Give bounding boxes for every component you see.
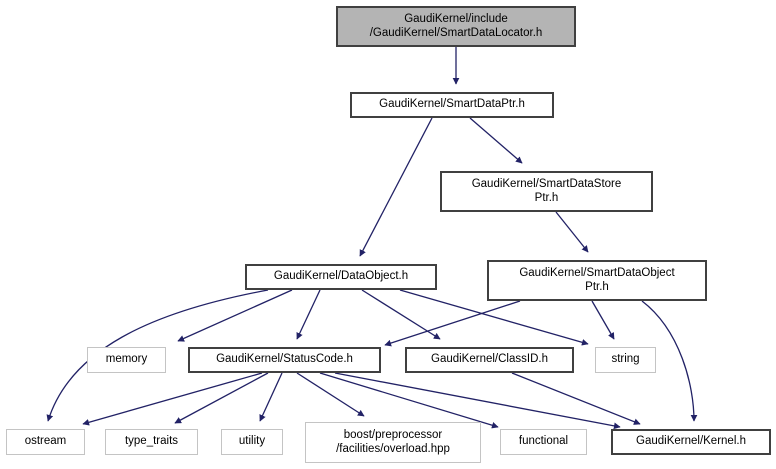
- graph-node-classid[interactable]: GaudiKernel/ClassID.h: [405, 347, 574, 373]
- graph-node-boostpp[interactable]: boost/preprocessor /facilities/overload.…: [305, 422, 481, 463]
- graph-node-string[interactable]: string: [595, 347, 656, 373]
- graph-node-label: GaudiKernel/SmartDataPtr.h: [379, 98, 525, 111]
- edge-statuscode-to-typetraits: [174, 372, 269, 424]
- graph-node-label: utility: [238, 435, 266, 448]
- edge-statuscode-to-ostream: [82, 372, 263, 426]
- edge-dataobj-to-statuscode: [296, 289, 321, 340]
- graph-node-kernel[interactable]: GaudiKernel/Kernel.h: [611, 429, 771, 455]
- graph-node-label: GaudiKernel/StatusCode.h: [216, 353, 353, 366]
- graph-node-label: type_traits: [124, 435, 179, 448]
- graph-node-typetraits[interactable]: type_traits: [105, 429, 198, 455]
- graph-node-label: GaudiKernel/SmartDataObject Ptr.h: [519, 267, 675, 293]
- graph-node-memory[interactable]: memory: [87, 347, 166, 373]
- graph-node-root[interactable]: GaudiKernel/include /GaudiKernel/SmartDa…: [336, 6, 576, 47]
- graph-node-label: GaudiKernel/SmartDataStore Ptr.h: [471, 178, 622, 204]
- graph-node-label: memory: [105, 353, 148, 366]
- edge-classid-to-kernel: [511, 372, 641, 425]
- graph-node-label: functional: [518, 435, 569, 448]
- graph-node-functional[interactable]: functional: [500, 429, 587, 455]
- graph-node-statuscode[interactable]: GaudiKernel/StatusCode.h: [188, 347, 381, 373]
- graph-node-label: boost/preprocessor /facilities/overload.…: [336, 429, 450, 455]
- edge-objptr-to-statuscode: [384, 300, 521, 347]
- edge-smartptr-to-dataobj: [359, 117, 433, 257]
- edge-statuscode-to-boostpp: [296, 372, 365, 417]
- edge-statuscode-to-functional: [319, 372, 499, 429]
- edge-statuscode-to-utility: [259, 372, 283, 422]
- edge-objptr-to-string: [591, 300, 615, 340]
- graph-node-label: ostream: [24, 435, 67, 448]
- graph-node-objptr[interactable]: GaudiKernel/SmartDataObject Ptr.h: [487, 260, 707, 301]
- graph-node-ostream[interactable]: ostream: [6, 429, 85, 455]
- graph-node-label: string: [611, 353, 640, 366]
- edge-storeptr-to-objptr: [555, 211, 589, 253]
- graph-node-utility[interactable]: utility: [221, 429, 283, 455]
- edge-dataobj-to-memory: [177, 289, 293, 342]
- graph-node-dataobj[interactable]: GaudiKernel/DataObject.h: [245, 264, 437, 290]
- edge-smartptr-to-storeptr: [469, 117, 523, 164]
- graph-node-label: GaudiKernel/include /GaudiKernel/SmartDa…: [369, 13, 543, 39]
- edge-statuscode-to-kernel: [334, 372, 621, 430]
- graph-node-storeptr[interactable]: GaudiKernel/SmartDataStore Ptr.h: [440, 171, 653, 212]
- graph-node-label: GaudiKernel/ClassID.h: [431, 353, 548, 366]
- graph-node-label: GaudiKernel/DataObject.h: [273, 270, 409, 283]
- edge-dataobj-to-classid: [361, 289, 441, 340]
- graph-node-smartptr[interactable]: GaudiKernel/SmartDataPtr.h: [350, 92, 554, 118]
- graph-node-label: GaudiKernel/Kernel.h: [636, 435, 746, 448]
